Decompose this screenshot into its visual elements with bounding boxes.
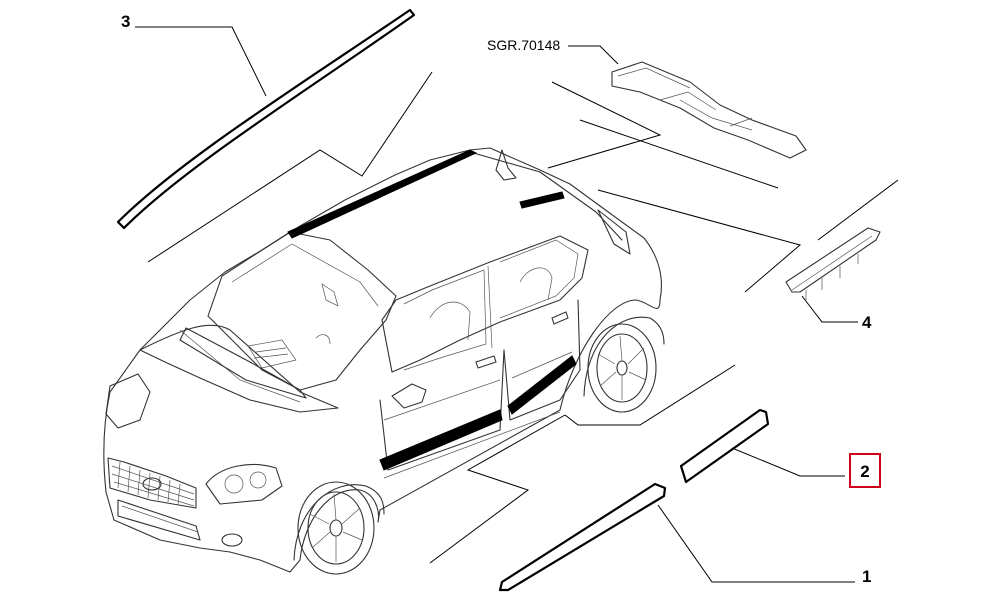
- reference-code-leader: [568, 45, 619, 65]
- callout-3-leader: [135, 26, 267, 97]
- roof-spoiler-part: [611, 61, 807, 159]
- callout-4-label: 4: [862, 313, 872, 332]
- callout-2-leader: [731, 447, 845, 477]
- callout-4-leader: [801, 295, 858, 323]
- callout-3-label: 3: [121, 12, 130, 31]
- part-1-side-molding-front: [498, 482, 667, 592]
- part-2-side-molding-rear: [679, 408, 770, 484]
- reference-code-label: SGR.70148: [487, 37, 560, 53]
- part-3-roof-molding: [116, 8, 416, 230]
- car-line-drawing: [103, 147, 665, 575]
- callout-2-label: 2: [860, 462, 869, 481]
- callout-1-label: 1: [862, 567, 871, 586]
- callout-2-highlight-box: [849, 453, 881, 488]
- part-4-spoiler-bracket: [785, 227, 881, 300]
- callout-1-leader: [657, 504, 855, 583]
- explosion-guide-lines: [147, 71, 899, 564]
